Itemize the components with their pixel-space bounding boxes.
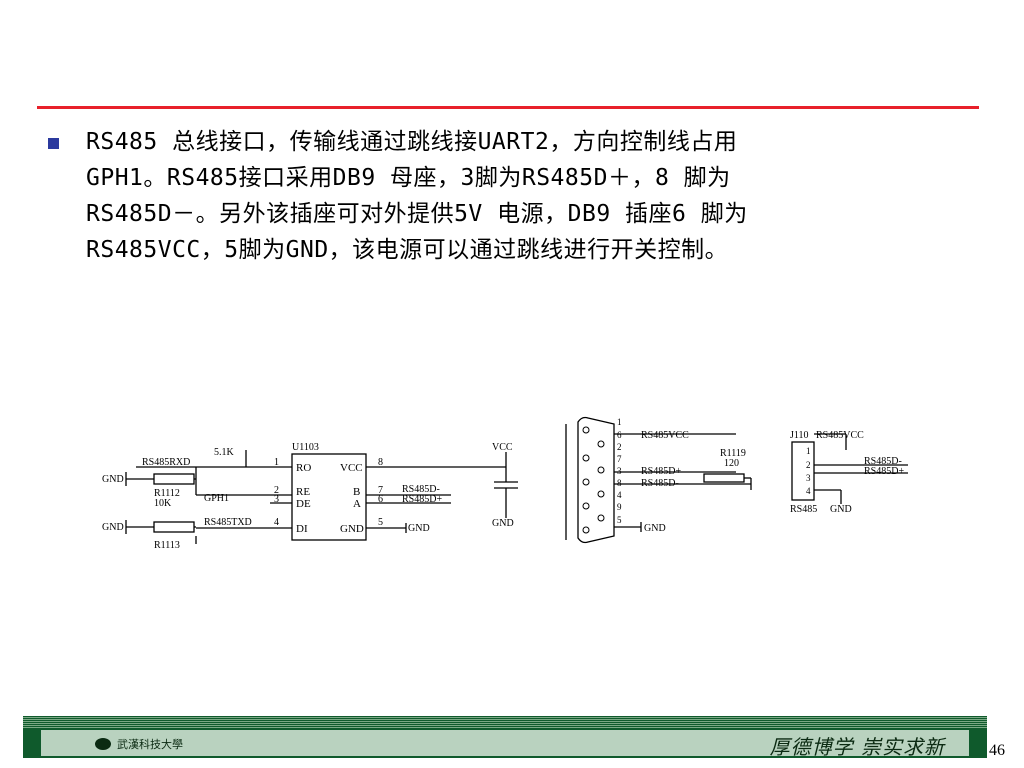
pin-gnd: GND	[340, 523, 364, 535]
j110-pin-4: 4	[806, 486, 811, 496]
pin-ro: RO	[296, 462, 311, 474]
pin-num-5: 5	[378, 517, 383, 528]
db9-pin-3: 3	[617, 466, 622, 476]
db9-gnd-label: GND	[644, 523, 666, 534]
pin-a: A	[353, 498, 361, 510]
gnd-label-4: GND	[492, 518, 514, 529]
db9-pin-2: 2	[617, 442, 622, 452]
db9-pin-9: 9	[617, 502, 622, 512]
gnd-label-3: GND	[408, 523, 430, 534]
u1103-chip-body	[291, 453, 367, 541]
j110-rs485-label: RS485	[790, 504, 817, 515]
pin-b: B	[353, 486, 360, 498]
title-divider-line	[37, 106, 979, 109]
gnd-label-1: GND	[102, 474, 124, 485]
bullet-text: RS485 总线接口，传输线通过跳线接UART2，方向控制线占用GPH1。RS4…	[86, 129, 748, 263]
university-motto: 厚德博学 崇实求新	[769, 735, 945, 759]
db9-net-rs485vcc: RS485VCC	[641, 430, 689, 441]
footer-banner: 武漢科技大學 厚德博学 崇实求新	[23, 716, 987, 759]
net-rs485d-minus: RS485D-	[402, 484, 440, 495]
r-top-value: 5.1K	[214, 447, 235, 458]
net-rs485rxd: RS485RXD	[142, 457, 190, 468]
r1119-value: 120	[724, 458, 739, 469]
net-rs485txd: RS485TXD	[204, 517, 252, 528]
net-rs485d-plus: RS485D+	[402, 494, 442, 505]
ref-r1119: R1119	[720, 448, 746, 459]
pin-num-2: 2	[274, 485, 279, 496]
ref-j110: J110	[790, 430, 809, 441]
db9-net-rs485d-plus: RS485D+	[641, 466, 681, 477]
db9-pin-5: 5	[617, 515, 622, 525]
j110-net-rs485vcc: RS485VCC	[816, 430, 864, 441]
pin-num-6: 6	[378, 494, 383, 505]
u1103-ref: U1103	[292, 442, 319, 453]
gnd-label-2: GND	[102, 522, 124, 533]
bullet-point: RS485 总线接口，传输线通过跳线接UART2，方向控制线占用GPH1。RS4…	[48, 124, 788, 268]
university-logo-text: 武漢科技大學	[117, 737, 183, 751]
db9-pin-8: 8	[617, 478, 622, 488]
pin-num-8: 8	[378, 457, 383, 468]
db9-pin-1: 1	[617, 417, 622, 427]
db9-pin-4: 4	[617, 490, 622, 500]
footer-inner: 武漢科技大學 厚德博学 崇实求新	[41, 730, 969, 759]
j110-pin-1: 1	[806, 446, 811, 456]
db9-pin-6: 6	[617, 430, 622, 440]
pin-num-1: 1	[274, 457, 279, 468]
r1112-value: 10K	[154, 498, 172, 509]
db9-net-rs485d-minus: RS485D-	[641, 478, 679, 489]
pin-di: DI	[296, 523, 308, 535]
net-gph1: GPH1	[204, 493, 229, 504]
bullet-square-icon	[48, 138, 59, 149]
db9-pin-7: 7	[617, 454, 622, 464]
pin-num-4: 4	[274, 517, 279, 528]
pin-vcc: VCC	[340, 462, 363, 474]
ref-r1113: R1113	[154, 540, 180, 550]
footer-stripes	[23, 716, 987, 728]
university-logo: 武漢科技大學	[95, 737, 183, 751]
pin-num-7: 7	[378, 485, 383, 496]
ref-r1112: R1112	[154, 488, 180, 499]
rs485-schematic: RO RE DE DI VCC B A GND 1 2 3 4 8 7 6 5 …	[102, 416, 908, 550]
j110-pin-2: 2	[806, 460, 811, 470]
pin-re: RE	[296, 486, 310, 498]
j110-gnd-label: GND	[830, 504, 852, 515]
page-number: 46	[989, 742, 1005, 759]
j110-pin-3: 3	[806, 473, 811, 483]
pin-de: DE	[296, 498, 311, 510]
j110-net-rs485d-plus: RS485D+	[864, 466, 904, 477]
j110-net-rs485d-minus: RS485D-	[864, 456, 902, 467]
vcc-label: VCC	[492, 442, 513, 453]
pin-num-3: 3	[274, 494, 279, 505]
j110-connector-body	[791, 441, 815, 501]
